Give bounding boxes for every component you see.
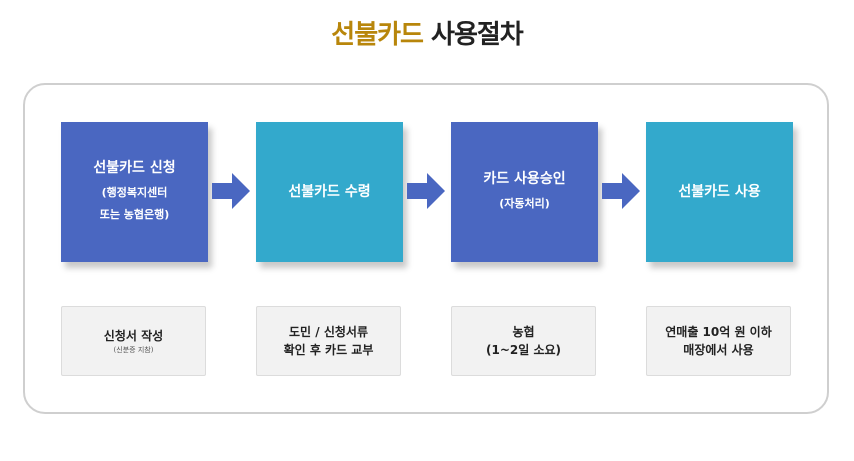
- title-accent: 선불카드: [331, 20, 424, 50]
- title-rest: 사용절차: [422, 20, 524, 50]
- note-use-line-2: 매장에서 사용: [683, 343, 754, 357]
- step-receive: 선불카드 수령: [256, 122, 403, 262]
- note-use-line-1: 연매출 10억 원 이하: [665, 325, 772, 339]
- note-apply-small: (신분증 지참): [113, 346, 154, 354]
- note-receive: 도민 / 신청서류 확인 후 카드 교부: [256, 306, 401, 376]
- arrow-right-icon: [212, 173, 250, 209]
- note-apply-line-1: 신청서 작성: [103, 329, 164, 343]
- step-approve: 카드 사용승인 (자동처리): [451, 122, 598, 262]
- step-use-label: 선불카드 사용: [678, 184, 761, 200]
- note-approve: 농협 (1~2일 소요): [451, 306, 596, 376]
- arrow-right-icon: [407, 173, 445, 209]
- step-use: 선불카드 사용: [646, 122, 793, 262]
- note-approve-line-1: 농협: [512, 325, 535, 339]
- step-apply-note-line-2: 또는 농협은행): [99, 208, 170, 221]
- diagram-title: 선불카드 사용절차: [0, 14, 854, 51]
- step-approve-label: 카드 사용승인: [483, 171, 566, 187]
- step-apply: 선불카드 신청 (행정복지센터 또는 농협은행): [61, 122, 208, 262]
- step-apply-label: 선불카드 신청: [93, 160, 176, 176]
- step-apply-note: (행정복지센터 또는 농협은행): [100, 182, 170, 226]
- note-approve-line-2: (1~2일 소요): [485, 343, 562, 357]
- note-apply: 신청서 작성 (신분증 지참): [61, 306, 206, 376]
- note-receive-line-2: 확인 후 카드 교부: [283, 343, 374, 357]
- arrow-right-icon: [602, 173, 640, 209]
- step-apply-note-line-1: (행정복지센터: [101, 186, 168, 199]
- step-approve-note: (자동처리): [499, 197, 550, 210]
- note-receive-line-1: 도민 / 신청서류: [289, 325, 368, 339]
- note-use: 연매출 10억 원 이하 매장에서 사용: [646, 306, 791, 376]
- step-receive-label: 선불카드 수령: [288, 184, 371, 200]
